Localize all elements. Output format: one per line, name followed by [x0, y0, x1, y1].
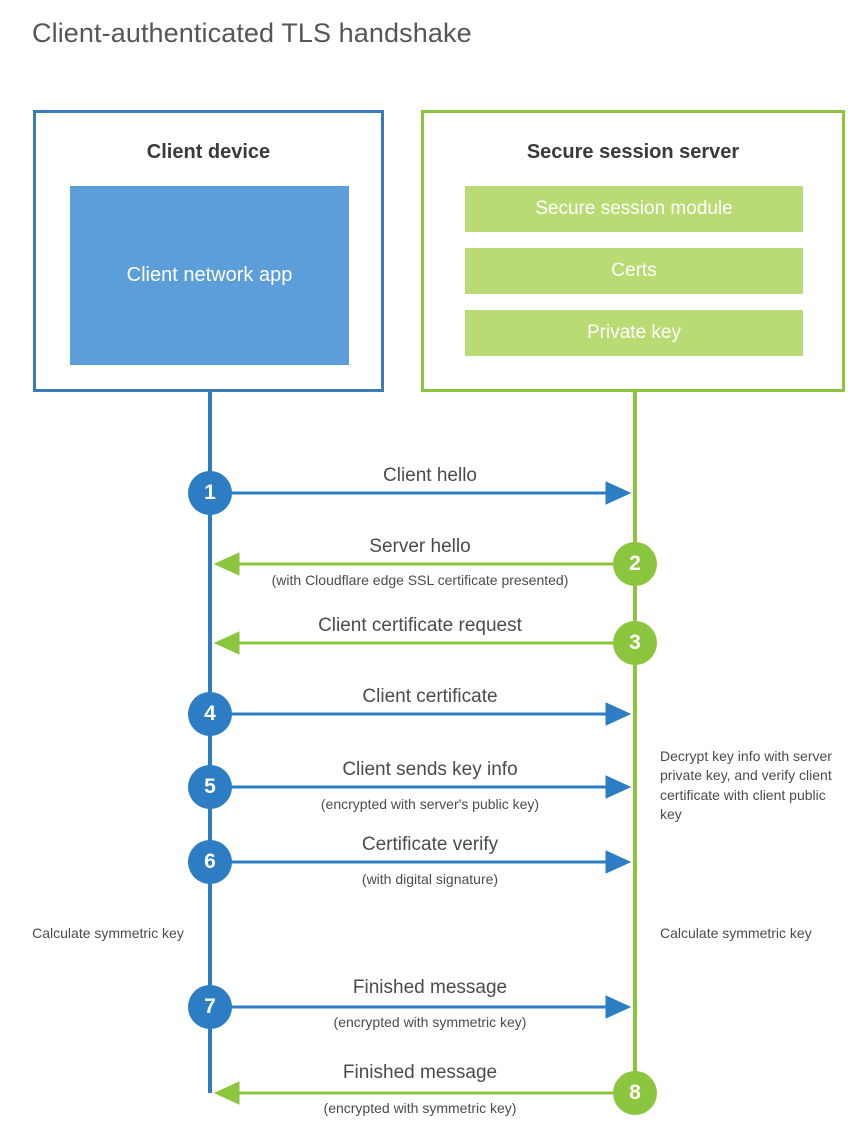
private-key-block: Private key — [465, 310, 803, 356]
step-label-2: Server hello — [369, 536, 471, 557]
page-title: Client-authenticated TLS handshake — [32, 18, 472, 48]
secure-session-server-title: Secure session server — [526, 141, 740, 163]
note-server-decrypt: Decrypt key info with server private key… — [660, 748, 832, 822]
step-marker-5[interactable]: 5 — [188, 765, 232, 809]
step-sublabel-8: (encrypted with symmetric key) — [323, 1100, 517, 1116]
step-label-1: Client hello — [383, 465, 477, 486]
note-server-calculate-symmetric-key: Calculate symmetric key — [660, 925, 812, 941]
step-marker-7[interactable]: 7 — [188, 985, 232, 1029]
step-label-8: Finished message — [342, 1062, 498, 1083]
step-marker-6[interactable]: 6 — [188, 840, 232, 884]
secure-session-module-block: Secure session module — [465, 186, 803, 232]
note-client-calculate-symmetric-key: Calculate symmetric key — [32, 925, 184, 941]
client-device-title: Client device — [146, 141, 271, 163]
certs-block: Certs — [465, 248, 803, 294]
step-label-7: Finished message — [352, 977, 508, 998]
step-sublabel-2: (with Cloudflare edge SSL certificate pr… — [271, 572, 569, 588]
client-network-app-block: Client network app — [70, 186, 349, 365]
step-marker-2[interactable]: 2 — [613, 542, 657, 586]
step-marker-4[interactable]: 4 — [188, 692, 232, 736]
step-label-5: Client sends key info — [342, 759, 518, 780]
client-device-box: Client device Client network app — [33, 110, 384, 392]
step-label-3: Client certificate request — [318, 615, 522, 636]
step-marker-1[interactable]: 1 — [188, 471, 232, 515]
step-label-6: Certificate verify — [361, 834, 499, 855]
step-sublabel-7: (encrypted with symmetric key) — [333, 1014, 527, 1030]
step-label-4: Client certificate — [362, 686, 498, 707]
step-sublabel-6: (with digital signature) — [361, 871, 499, 887]
step-marker-8[interactable]: 8 — [613, 1071, 657, 1115]
step-marker-3[interactable]: 3 — [613, 621, 657, 665]
secure-session-server-box: Secure session server Secure session mod… — [421, 110, 845, 392]
step-sublabel-5: (encrypted with server's public key) — [320, 796, 540, 812]
